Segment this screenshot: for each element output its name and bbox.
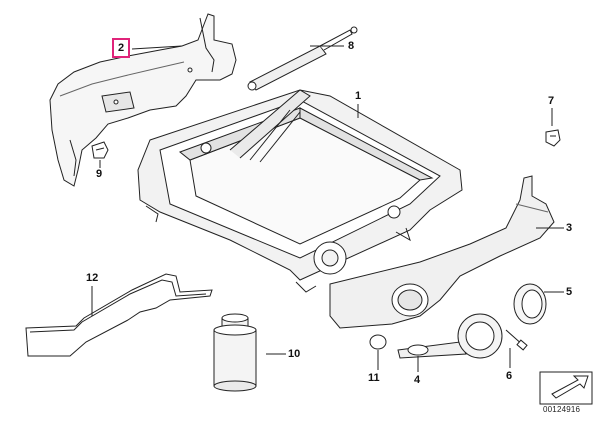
callout-2: 2 bbox=[112, 38, 131, 58]
callout-5: 5 bbox=[566, 286, 573, 298]
callout-12: 12 bbox=[86, 272, 99, 284]
part-11-plug bbox=[369, 334, 387, 350]
arrow-nav-icon bbox=[539, 371, 593, 405]
part-10-bottle bbox=[213, 313, 257, 392]
callout-7: 7 bbox=[548, 95, 555, 107]
callout-11: 11 bbox=[368, 372, 380, 384]
callout-9: 9 bbox=[96, 168, 103, 180]
callout-6: 6 bbox=[506, 370, 513, 382]
part-2-side-cover bbox=[49, 13, 237, 187]
part-4-trim bbox=[397, 313, 503, 359]
callout-10: 10 bbox=[288, 348, 301, 360]
part-3-side-cover bbox=[329, 175, 555, 329]
part-12-wire-frame bbox=[25, 273, 213, 357]
callout-4: 4 bbox=[414, 374, 421, 386]
callout-3: 3 bbox=[566, 222, 573, 234]
part-8-gas-strut bbox=[247, 26, 358, 91]
callout-8: 8 bbox=[348, 40, 355, 52]
callout-1: 1 bbox=[355, 90, 362, 102]
part-6-screw bbox=[505, 329, 528, 351]
reference-number: 00124916 bbox=[543, 405, 581, 414]
part-5-cap bbox=[513, 283, 547, 325]
part-7-clip bbox=[545, 129, 561, 147]
part-9-clip bbox=[91, 141, 109, 159]
leader-lines bbox=[91, 45, 564, 372]
part-1-seat-frame bbox=[137, 89, 463, 293]
